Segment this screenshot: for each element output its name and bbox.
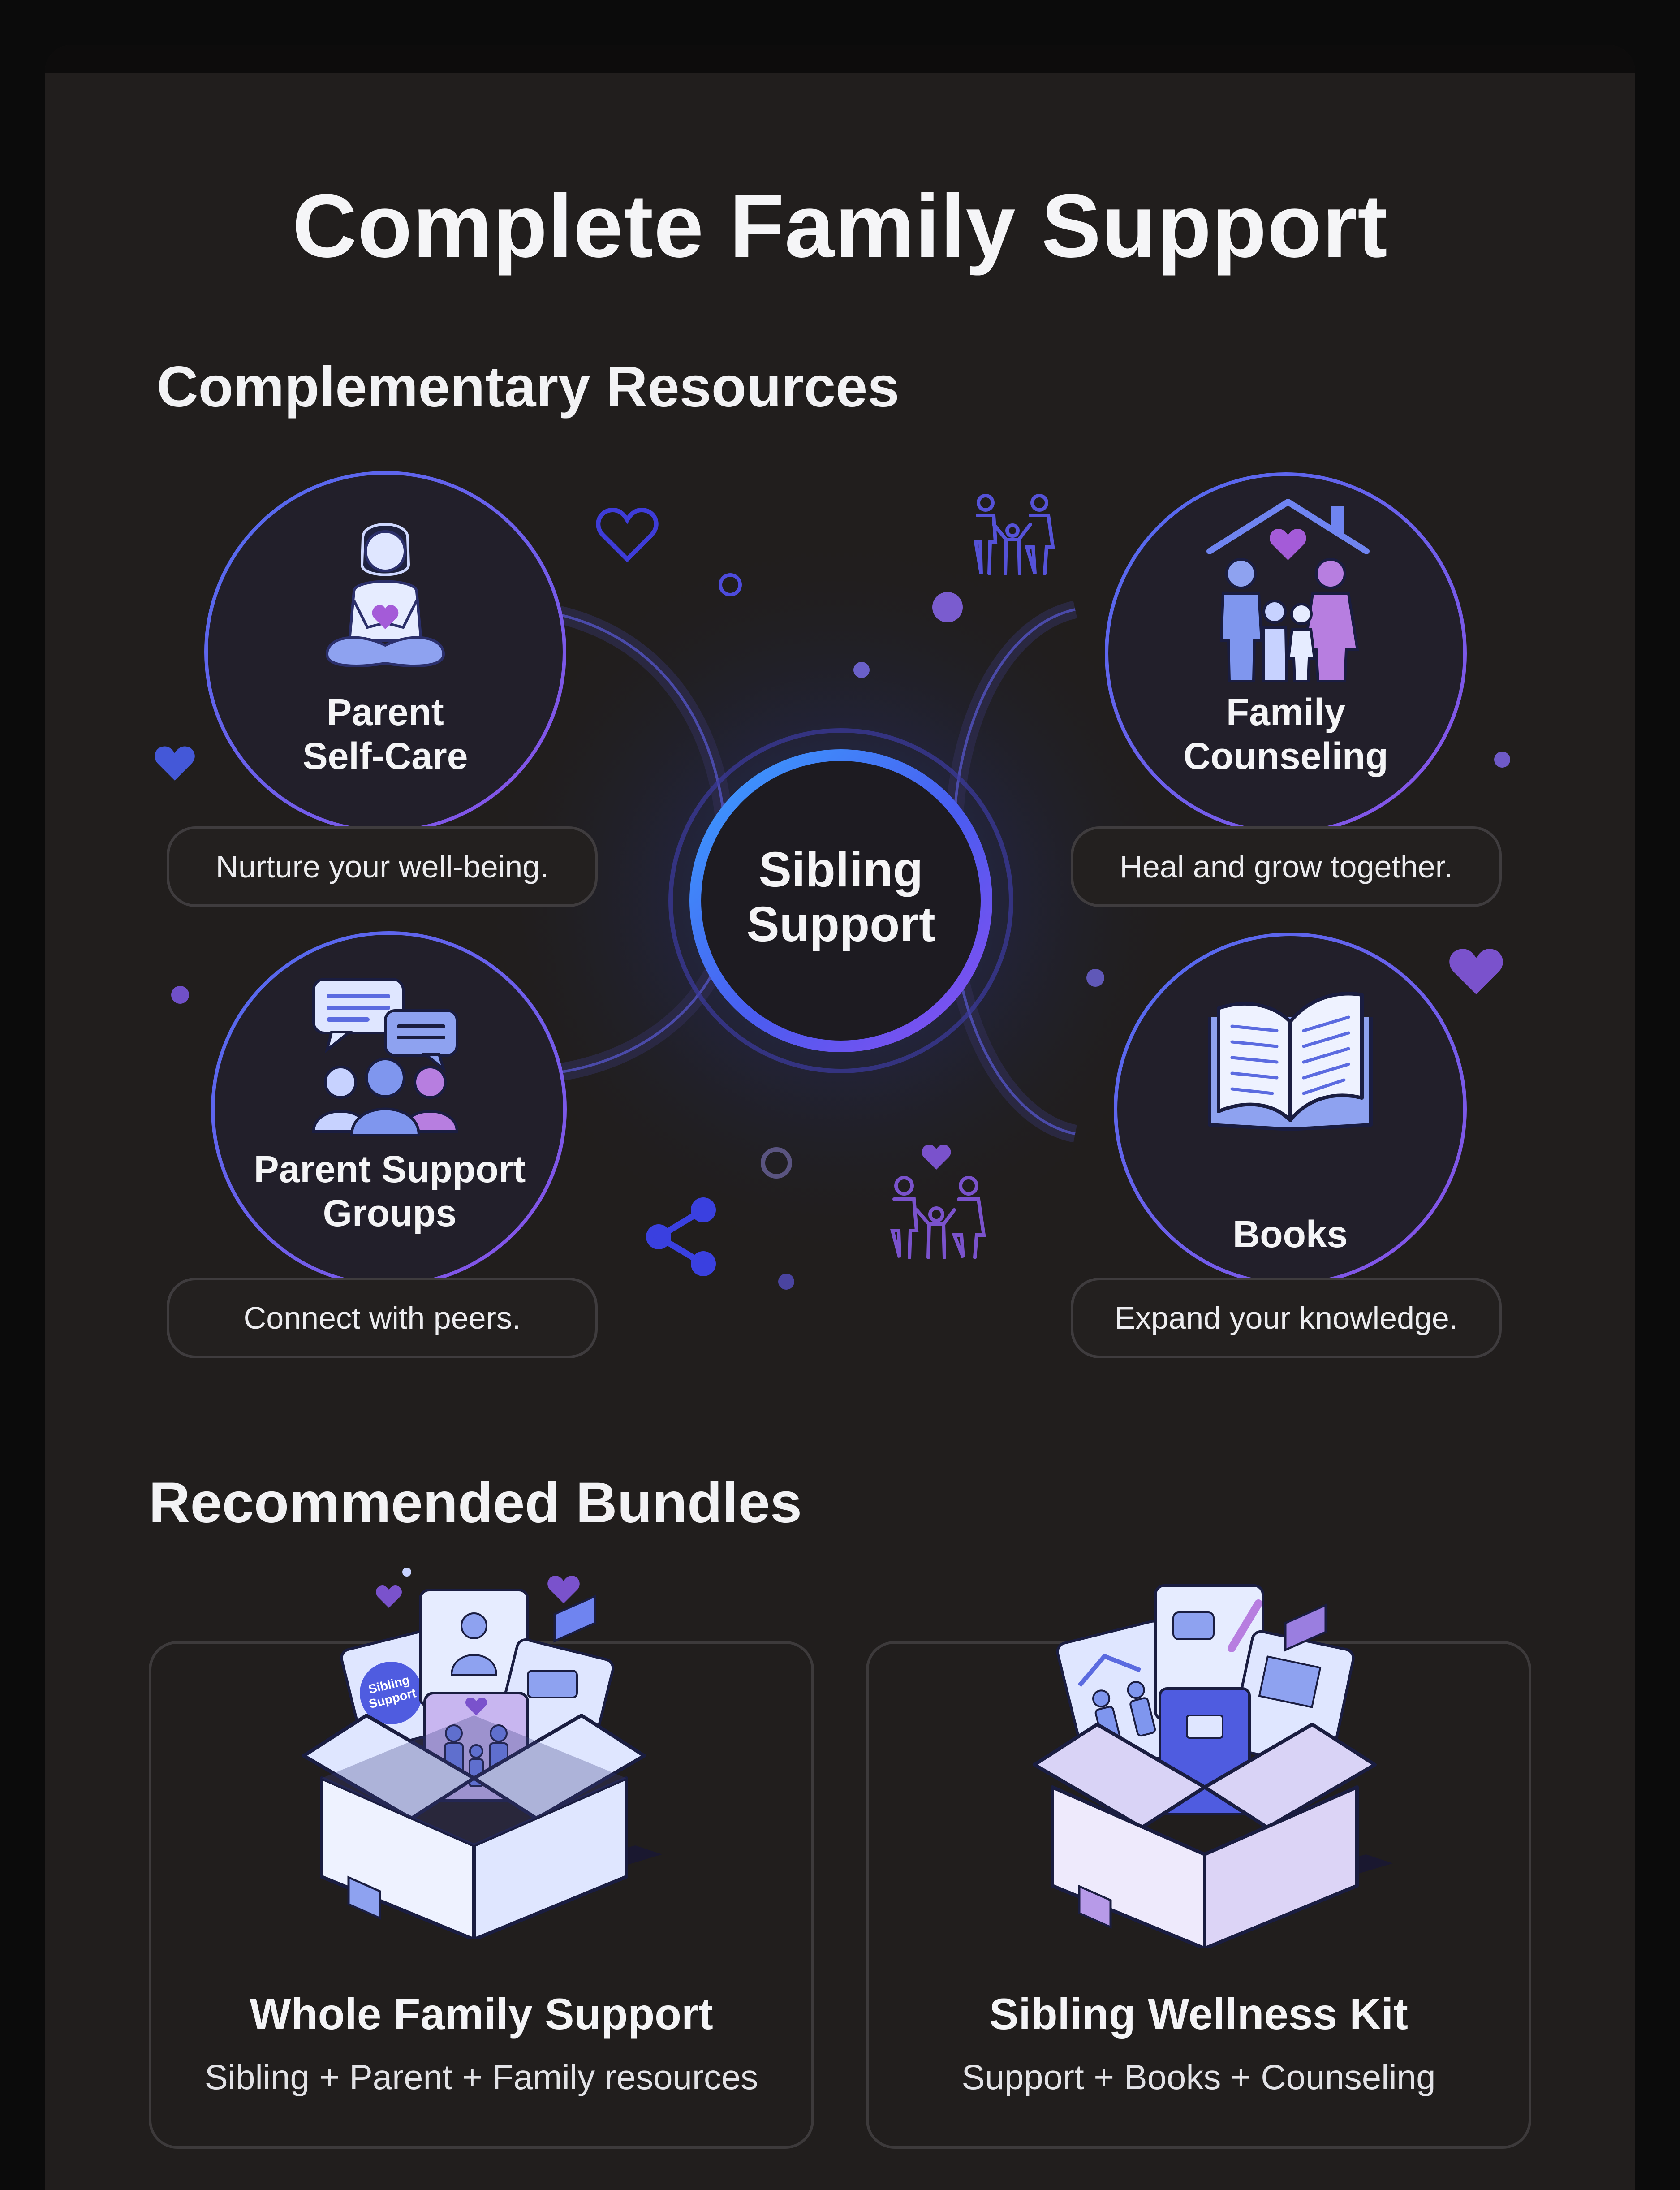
node-label-line: Books	[1232, 1213, 1348, 1255]
node-label-line: Counseling	[1183, 735, 1388, 777]
bundle-title: Sibling Wellness Kit	[989, 1989, 1408, 2039]
bundle-subtitle: Sibling + Parent + Family resources	[204, 2057, 758, 2097]
top-bar	[45, 45, 1635, 73]
share-icon	[646, 1197, 716, 1276]
sibling-support-center[interactable]: Sibling Support	[729, 842, 953, 952]
dot	[853, 662, 870, 678]
family-home-icon	[1206, 499, 1370, 682]
open-book-icon	[1208, 992, 1373, 1131]
books-caption: Expand your knowledge.	[1071, 1278, 1502, 1358]
family-counseling-caption: Heal and grow together.	[1071, 826, 1502, 907]
chat-group-icon	[312, 978, 459, 1136]
bundle-subtitle: Support + Books + Counseling	[961, 2057, 1436, 2097]
node-label-line: Parent Support	[254, 1148, 526, 1190]
books-label: Books	[1156, 1212, 1425, 1256]
dot	[932, 592, 963, 622]
ring-dot	[761, 1147, 792, 1179]
parent-support-groups-caption: Connect with peers.	[167, 1278, 598, 1358]
dot	[778, 1274, 794, 1290]
node-label-line: Self-Care	[302, 735, 468, 777]
meditation-heart-icon	[325, 523, 445, 667]
node-label-line: Parent	[327, 691, 444, 733]
node-label-line: Groups	[323, 1192, 457, 1234]
ring-dot	[719, 573, 742, 596]
center-label-line: Support	[746, 897, 935, 952]
page-title: Complete Family Support	[292, 176, 1388, 276]
family-counseling-label: Family Counseling	[1151, 690, 1420, 778]
content-panel: Complete Family Support Complementary Re…	[45, 45, 1635, 2190]
heart-icon	[1449, 949, 1503, 994]
node-label-line: Family	[1226, 691, 1346, 733]
parent-self-care-label: Parent Self-Care	[251, 690, 520, 778]
bundle-card-whole-family[interactable]: Sibling Support Whole Family Support Sib…	[149, 1568, 814, 2149]
parent-support-groups-label: Parent Support Groups	[233, 1147, 547, 1235]
family-walking-icon	[974, 494, 1055, 575]
heart-outline-icon	[596, 507, 659, 563]
parent-self-care-caption: Nurture your well-being.	[167, 826, 598, 907]
bundle-card-sibling-wellness[interactable]: Sibling Wellness Kit Support + Books + C…	[866, 1584, 1531, 2149]
center-label-line: Sibling	[758, 842, 923, 897]
resources-heading: Complementary Resources	[157, 355, 900, 419]
bundle-title: Whole Family Support	[250, 1989, 713, 2039]
open-box-icon	[1033, 1584, 1393, 1948]
dot	[1494, 752, 1510, 768]
dot	[171, 986, 189, 1004]
bundles-heading: Recommended Bundles	[149, 1471, 802, 1535]
heart-icon	[155, 746, 195, 781]
open-box-icon: Sibling Support	[302, 1568, 662, 1939]
dot	[1086, 969, 1104, 987]
family-heart-icon	[890, 1145, 986, 1259]
